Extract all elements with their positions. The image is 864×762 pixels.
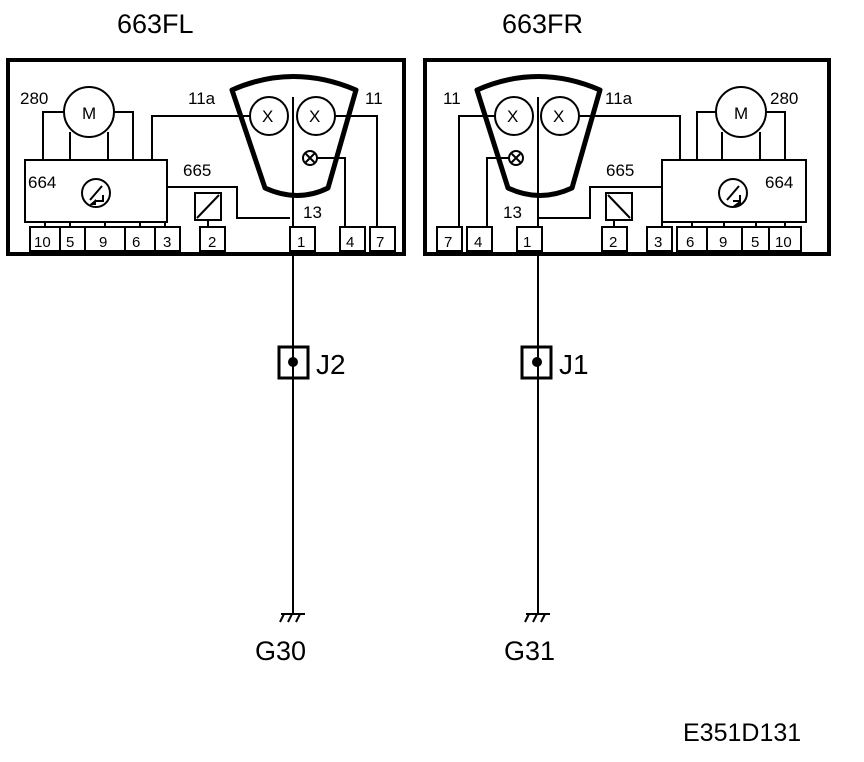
pin-box bbox=[339, 226, 366, 252]
pin-box bbox=[154, 226, 181, 252]
unit-663fl: 663FL 10 5 9 6 3 2 1 4 7 664 bbox=[6, 9, 406, 666]
module-664-right bbox=[661, 159, 807, 223]
bulb-symbol: X bbox=[553, 107, 564, 126]
wire-11-left bbox=[335, 115, 378, 227]
junction-label-left: J2 bbox=[316, 349, 346, 380]
pin-label: 6 bbox=[686, 234, 694, 251]
pin-box bbox=[289, 226, 316, 252]
unit-663fr: 663FR 7 4 1 2 3 6 9 5 10 664 bbox=[423, 9, 831, 666]
pin-label: 9 bbox=[719, 234, 727, 251]
level-sensor-icon bbox=[718, 178, 748, 208]
pin-label: 4 bbox=[474, 234, 482, 251]
bulb-reflector-right bbox=[474, 74, 603, 198]
headlamp-housing-left bbox=[6, 58, 406, 256]
junction-label-right: J1 bbox=[559, 349, 589, 380]
sensor-ref-right: 665 bbox=[606, 161, 634, 180]
bulb-pin-b-left: 11 bbox=[365, 89, 383, 108]
module-664-left bbox=[24, 159, 168, 223]
connector-left: 10 5 9 6 3 2 1 4 7 bbox=[29, 226, 396, 252]
pin-label: 5 bbox=[751, 234, 759, 251]
bulb-symbol: X bbox=[507, 107, 518, 126]
ground-label-left: G30 bbox=[255, 636, 306, 666]
module-pin-wires-left bbox=[44, 222, 166, 227]
pin-label: 10 bbox=[34, 234, 51, 251]
pin-label: 6 bbox=[132, 234, 140, 251]
pin-label: 2 bbox=[208, 234, 216, 251]
module-ref-right: 664 bbox=[765, 173, 793, 192]
motor-wires-right bbox=[696, 111, 786, 160]
motor-symbol-left: M bbox=[82, 104, 96, 123]
diagram-code: E351D131 bbox=[683, 719, 801, 747]
pin-label: 1 bbox=[523, 234, 531, 251]
level-sensor-arrowhead-icon bbox=[89, 199, 96, 205]
side-light-bulb-cross-icon bbox=[304, 152, 316, 164]
headlamp-housing-right bbox=[423, 58, 831, 256]
wire-11-right bbox=[458, 115, 495, 227]
sensor-665-right bbox=[605, 192, 633, 221]
pin-box bbox=[466, 226, 493, 252]
wire-11a-right bbox=[579, 115, 681, 160]
bulb-reflector-left bbox=[229, 74, 359, 198]
level-sensor-arrow-icon bbox=[726, 185, 741, 202]
motor-symbol-right: M bbox=[734, 104, 748, 123]
sensor-wires-right bbox=[538, 186, 662, 227]
pin-label: 7 bbox=[376, 234, 384, 251]
sensor-ref-left: 665 bbox=[183, 161, 211, 180]
unit-title-left: 663FL bbox=[117, 9, 194, 39]
pin-box bbox=[369, 226, 396, 252]
wire-11a-left bbox=[151, 115, 250, 160]
unit-title-right: 663FR bbox=[502, 9, 583, 39]
bulb-symbol: X bbox=[262, 107, 273, 126]
wire-sidelight-right bbox=[486, 157, 509, 227]
motor-ref-right: 280 bbox=[770, 89, 798, 108]
pin-label: 1 bbox=[297, 234, 305, 251]
junction-dot-left bbox=[288, 357, 298, 367]
bulb-symbol: X bbox=[309, 107, 320, 126]
motor-ref-left: 280 bbox=[20, 89, 48, 108]
connector-right: 7 4 1 2 3 6 9 5 10 bbox=[436, 226, 802, 252]
pin-label: 7 bbox=[444, 234, 452, 251]
level-sensor-arrowhead-icon bbox=[733, 200, 741, 206]
pin-box bbox=[516, 226, 543, 252]
pin-label: 10 bbox=[775, 234, 792, 251]
level-sensor-arrow-icon bbox=[89, 185, 104, 202]
ground-symbol-icon bbox=[524, 613, 550, 623]
ground-label-right: G31 bbox=[504, 636, 555, 666]
junction-box-left bbox=[277, 345, 310, 380]
pin-label: 3 bbox=[163, 234, 171, 251]
side-light-bulb-cross-icon bbox=[510, 152, 522, 164]
bulb-pin-a-left: 11a bbox=[188, 89, 216, 108]
pin-label: 5 bbox=[66, 234, 74, 251]
bulb-pin-b-right: 11 bbox=[443, 89, 461, 108]
level-sensor-icon bbox=[81, 178, 111, 208]
pin-label: 9 bbox=[99, 234, 107, 251]
pin-box bbox=[436, 226, 463, 252]
module-pin-wires-right bbox=[661, 222, 786, 227]
pin-box bbox=[646, 226, 673, 252]
bulb-pin-a-right: 11a bbox=[605, 89, 633, 108]
pin-label: 3 bbox=[654, 234, 662, 251]
junction-box-right bbox=[520, 345, 553, 380]
pin-label: 2 bbox=[609, 234, 617, 251]
motor-wires-left bbox=[42, 111, 134, 160]
sensor-665-diagonal-icon bbox=[607, 194, 631, 219]
junction-dot-right bbox=[532, 357, 542, 367]
pin-box bbox=[199, 226, 226, 252]
pin-13-left: 13 bbox=[303, 203, 322, 222]
ground-symbol-icon bbox=[279, 613, 305, 623]
sensor-665-diagonal-icon bbox=[196, 194, 220, 219]
module-ref-left: 664 bbox=[28, 173, 56, 192]
pin-label: 4 bbox=[346, 234, 354, 251]
pin-13-right: 13 bbox=[503, 203, 522, 222]
wire-sidelight-left bbox=[317, 157, 346, 227]
sensor-wires-left bbox=[167, 186, 290, 227]
